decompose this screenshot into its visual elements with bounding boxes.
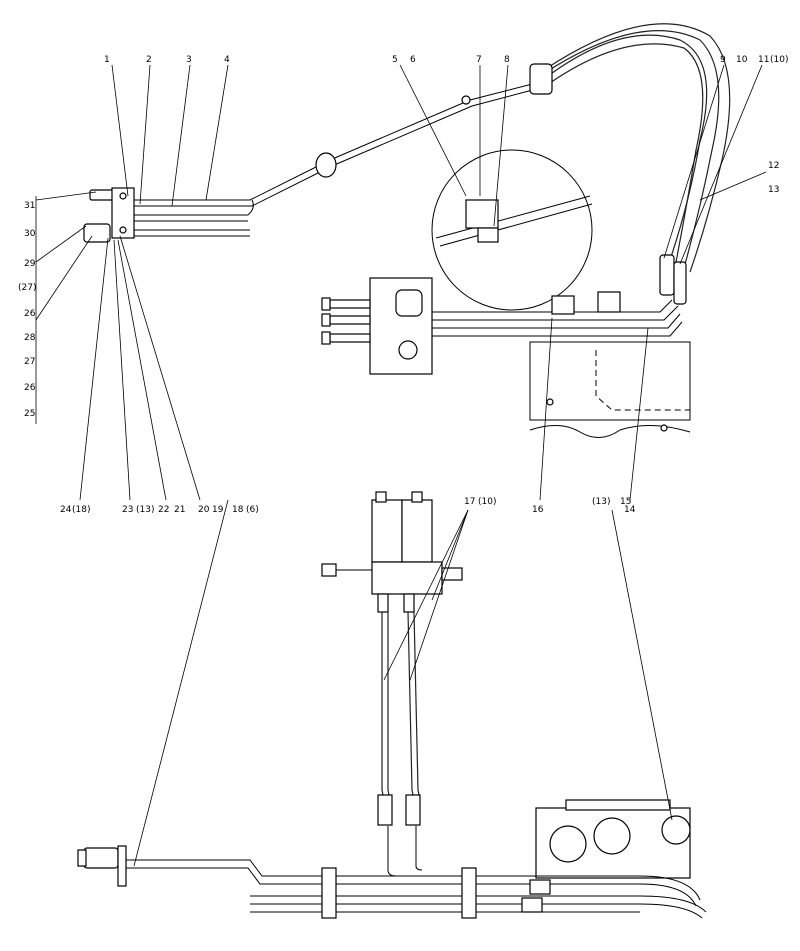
hose-loops — [529, 23, 731, 305]
callout-27: 27 — [24, 357, 35, 367]
callout-26: 26 — [24, 309, 36, 319]
callout-10: 10 — [736, 55, 748, 65]
callout-4: 4 — [224, 55, 230, 65]
callout-11-ref: (10) — [770, 55, 788, 65]
callout-17-ref: (10) — [478, 497, 496, 507]
callout-23-ref: (13) — [136, 505, 154, 515]
callout-23: 23 — [122, 505, 133, 515]
callouts-lower: 17 (10) (13) 15 — [464, 497, 631, 507]
quick-coupler-icon — [83, 187, 135, 243]
callout-15: 15 — [620, 497, 631, 507]
upper-steel-tubes — [134, 81, 541, 237]
callout-24: 24 — [60, 505, 72, 515]
callout-21: 21 — [174, 505, 185, 515]
frame-plate — [529, 341, 691, 438]
callout-12: 12 — [768, 161, 779, 171]
vertical-hoses — [377, 611, 421, 826]
callout-27-ref: (27) — [18, 283, 36, 293]
callout-9: 9 — [720, 55, 726, 65]
callout-31: 31 — [24, 201, 35, 211]
callout-13: 13 — [768, 185, 779, 195]
callout-2: 2 — [146, 55, 152, 65]
callout-28: 28 — [24, 333, 36, 343]
callout-1: 1 — [104, 55, 110, 65]
callout-22: 22 — [158, 505, 169, 515]
callout-20: 20 — [198, 505, 210, 515]
callout-26-b: 26 — [24, 383, 36, 393]
callout-8: 8 — [504, 55, 510, 65]
callout-15-ref: (13) — [592, 497, 610, 507]
leader-lines — [35, 64, 767, 867]
callout-25: 25 — [24, 409, 35, 419]
lower-steel-tubes — [118, 826, 707, 919]
callout-17: 17 — [464, 497, 475, 507]
callout-3: 3 — [186, 55, 192, 65]
pump-icon — [535, 799, 691, 879]
callout-30: 30 — [24, 229, 36, 239]
detail-view-circle — [431, 149, 593, 311]
callouts-left: 31 30 29 (27) 26 28 27 26 25 — [18, 196, 36, 424]
callout-7: 7 — [476, 55, 482, 65]
callouts-bottom-left: 24 (18) 23 (13) 22 21 20 19 18 (6) — [60, 505, 259, 515]
callout-6: 6 — [410, 55, 416, 65]
callouts-top: 1 2 3 4 5 6 7 8 9 10 11 (10) 12 13 14 16 — [104, 55, 788, 515]
callout-24-ref: (18) — [72, 505, 90, 515]
callout-16: 16 — [532, 505, 544, 515]
quick-coupler-icon — [77, 845, 127, 887]
callout-14: 14 — [624, 505, 636, 515]
hydraulic-valve-icon — [321, 277, 433, 375]
callout-11: 11 — [758, 55, 769, 65]
lower-valve-block — [321, 491, 463, 613]
callout-19: 19 — [212, 505, 224, 515]
valve-tubes — [432, 291, 683, 337]
callout-5: 5 — [392, 55, 398, 65]
callout-29: 29 — [24, 259, 36, 269]
callout-18-ref: (6) — [246, 505, 259, 515]
callout-18: 18 — [232, 505, 244, 515]
